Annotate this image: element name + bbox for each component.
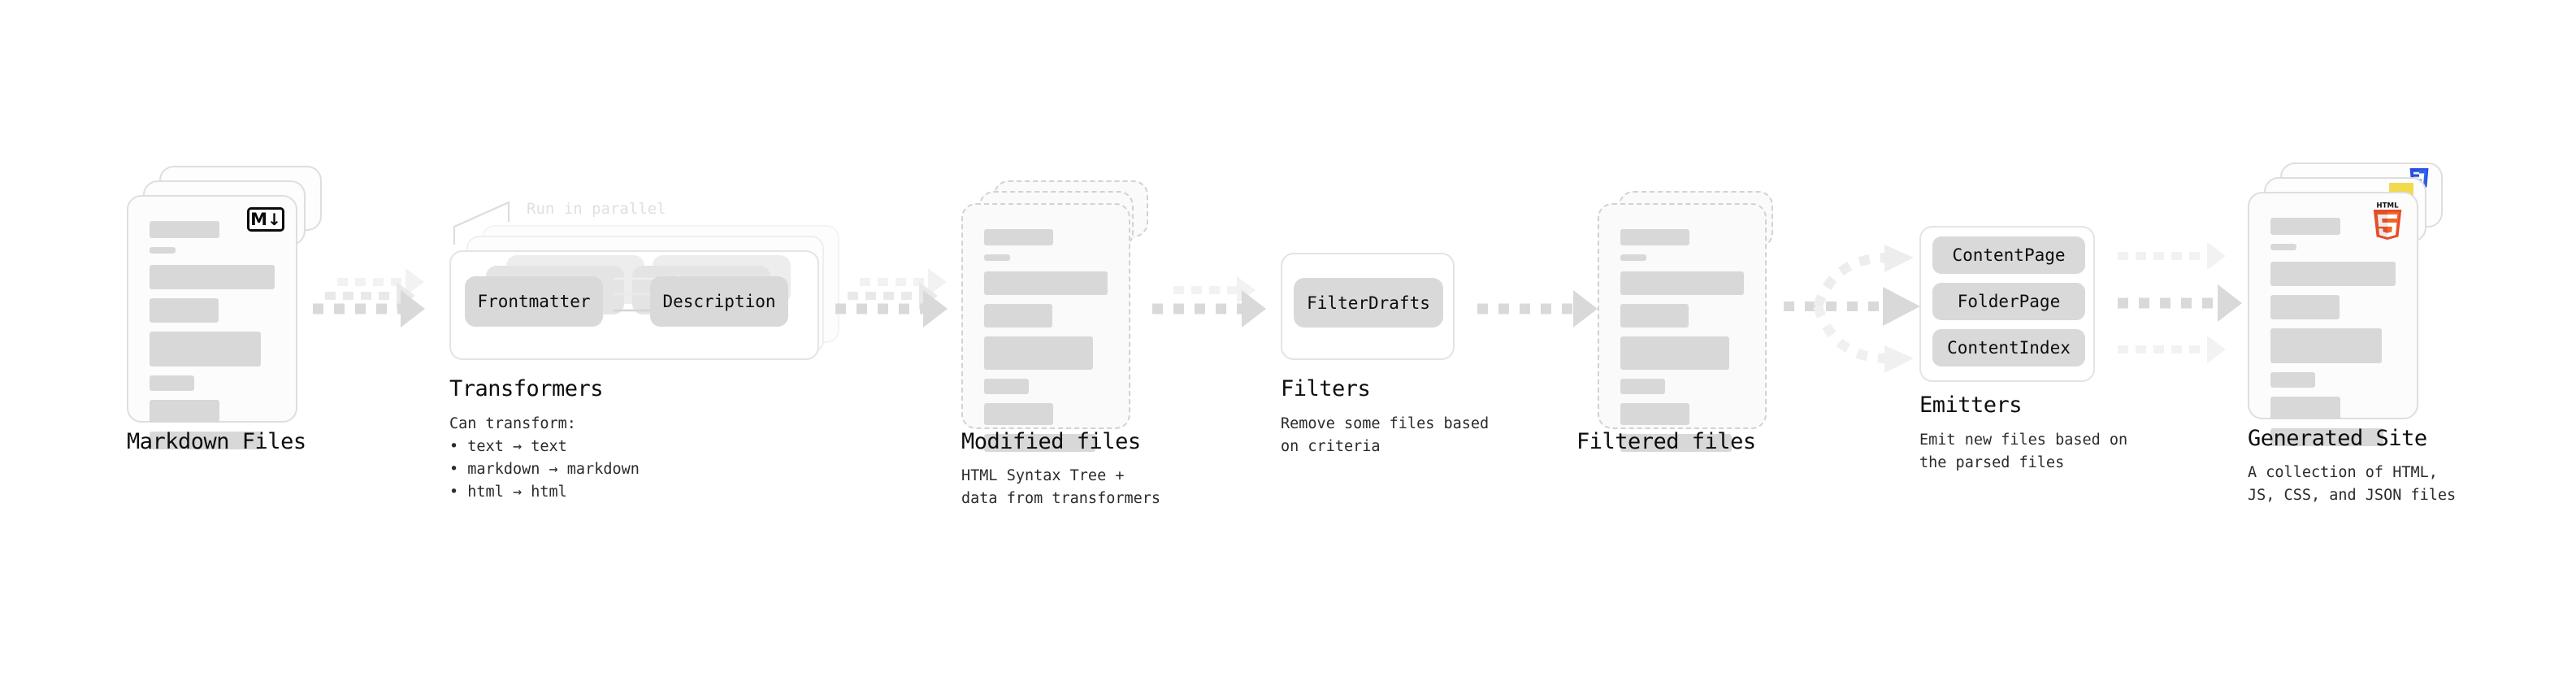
- content-bar: [984, 336, 1093, 370]
- transformer-pill-description-label: Description: [662, 292, 776, 311]
- modified-files-subtitle: HTML Syntax Tree + data from transformer…: [961, 467, 1161, 508]
- content-bar: [984, 379, 1029, 394]
- content-bar: [1620, 229, 1690, 245]
- filters-title: Filters: [1281, 376, 1371, 401]
- markdown-files-title: Markdown Files: [127, 429, 306, 454]
- arrow-filtered-to-emitters-branch: [1784, 245, 1920, 373]
- content-bar: [150, 332, 262, 367]
- content-bar: [150, 298, 219, 323]
- arrow-emitters-to-site-top: [2118, 240, 2240, 272]
- content-bar: [2270, 372, 2316, 388]
- markdown-card-content: [150, 221, 275, 458]
- generated-card-content: [2270, 218, 2396, 455]
- filtered-card-front: [1598, 203, 1767, 452]
- content-bar: [2270, 397, 2341, 419]
- filtered-files-card-stack: [1598, 191, 1793, 452]
- content-bar: [984, 304, 1052, 327]
- emitter-pill-contentpage-label: ContentPage: [1952, 245, 2066, 265]
- transformer-pill-frontmatter-label: Frontmatter: [477, 292, 591, 311]
- content-bar: [1620, 304, 1689, 327]
- content-bar: [2270, 328, 2383, 363]
- generated-site-title: Generated Site: [2248, 426, 2427, 451]
- content-bar: [1620, 254, 1646, 261]
- content-bar: [150, 265, 275, 289]
- markdown-icon: M↓: [247, 207, 284, 232]
- modified-card-content: [984, 229, 1108, 461]
- arrow-emitters-to-site-middle: [2118, 283, 2256, 323]
- svg-text:HTML: HTML: [2376, 202, 2399, 210]
- content-bar: [2270, 262, 2396, 286]
- content-bar: [2270, 244, 2297, 250]
- emitters-title: Emitters: [1919, 393, 2023, 418]
- arrow-transformers-to-modified: [835, 288, 957, 329]
- content-bar: [984, 229, 1054, 245]
- filters-subtitle: Remove some files based on criteria: [1281, 415, 1490, 456]
- generated-site-card-stack: HTML: [2248, 163, 2451, 446]
- run-in-parallel-label: Run in parallel: [527, 200, 666, 218]
- content-bar: [984, 271, 1108, 295]
- content-bar: [150, 432, 262, 449]
- modified-card-front: [961, 203, 1130, 452]
- run-in-parallel-bracket: [453, 201, 510, 245]
- modified-files-title: Modified files: [961, 429, 1141, 454]
- transformer-pill-description[interactable]: Description: [650, 276, 788, 327]
- md-badge-letter: M: [250, 210, 268, 229]
- emitter-pill-contentindex[interactable]: ContentIndex: [1932, 329, 2085, 367]
- emitter-pill-contentindex-label: ContentIndex: [1947, 338, 2071, 358]
- emitter-pill-contentpage[interactable]: ContentPage: [1932, 236, 2085, 274]
- arrow-modified-to-filters: [1152, 288, 1274, 329]
- filter-pill-filterdrafts-label: FilterDrafts: [1307, 293, 1430, 313]
- arrow-filters-to-filtered: [1477, 288, 1607, 329]
- arrow-markdown-to-transformers: [313, 288, 435, 329]
- filtered-card-content: [1620, 229, 1744, 461]
- content-bar: [1620, 379, 1665, 394]
- generated-site-subtitle: A collection of HTML, JS, CSS, and JSON …: [2248, 464, 2457, 505]
- transformers-title: Transformers: [449, 376, 604, 401]
- emitters-subtitle: Emit new files based on the parsed files: [1919, 432, 2128, 472]
- html5-icon: HTML: [2373, 202, 2402, 240]
- content-bar: [150, 221, 220, 238]
- content-bar: [984, 403, 1054, 425]
- transformer-pill-frontmatter[interactable]: Frontmatter: [465, 276, 603, 327]
- markdown-card-front: M↓: [127, 195, 297, 449]
- content-bar: [1620, 336, 1729, 370]
- content-bar: [150, 400, 220, 423]
- modified-files-card-stack: [961, 180, 1156, 452]
- content-bar: [1620, 403, 1690, 425]
- content-bar: [2270, 428, 2383, 446]
- content-bar: [984, 254, 1010, 261]
- emitter-pill-folderpage[interactable]: FolderPage: [1932, 283, 2085, 320]
- generated-card-front: HTML: [2248, 192, 2418, 446]
- content-bar: [1620, 434, 1732, 452]
- filtered-files-title: Filtered files: [1576, 429, 1756, 454]
- content-bar: [150, 247, 176, 254]
- emitter-pill-folderpage-label: FolderPage: [1957, 292, 2061, 311]
- content-bar: [1620, 271, 1744, 295]
- filter-pill-filterdrafts[interactable]: FilterDrafts: [1294, 278, 1443, 327]
- transformers-subtitle: Can transform: • text → text • markdown …: [449, 415, 640, 501]
- markdown-files-card-stack: M↓: [127, 166, 322, 449]
- arrow-emitters-to-site-bottom: [2118, 333, 2240, 366]
- content-bar: [984, 434, 1095, 452]
- content-bar: [2270, 218, 2341, 235]
- content-bar: [150, 375, 195, 391]
- content-bar: [2270, 295, 2340, 319]
